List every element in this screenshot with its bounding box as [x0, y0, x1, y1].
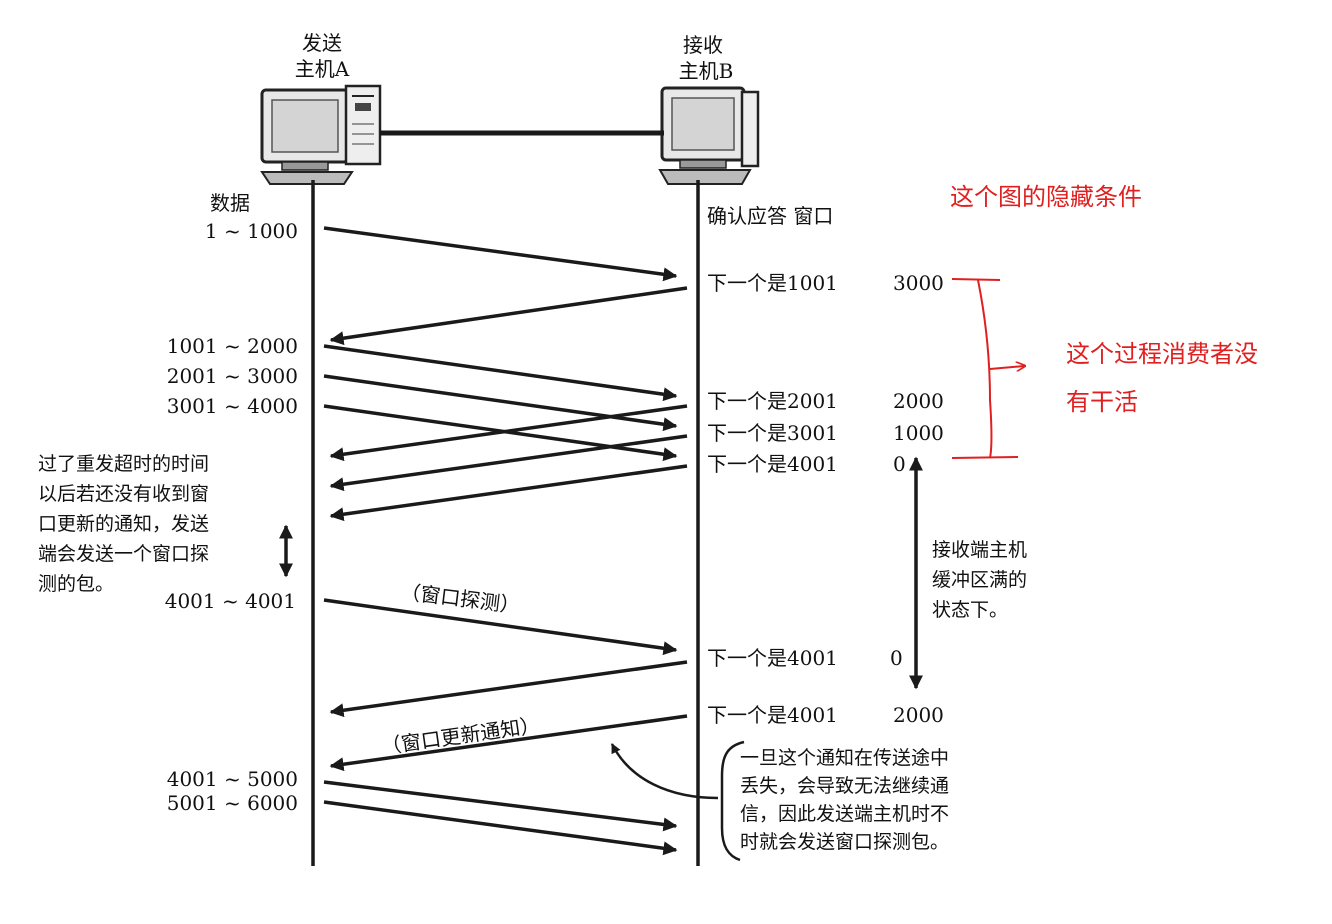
lost-notification-note: 一旦这个通知在传送途中 丢失，会导致无法继续通 信，因此发送端主机时不 时就会发…	[740, 747, 949, 853]
segment-label-1001-2000: 1001 ~ 2000	[167, 334, 298, 358]
buffer-full-note: 接收端主机 缓冲区满的 状态下。	[932, 539, 1027, 621]
host-a-label-line2: 主机A	[295, 57, 350, 81]
host-b-computer-icon	[658, 86, 760, 185]
ack-label-1001: 下一个是1001	[707, 271, 838, 295]
timeout-note-line: 过了重发超时的时间	[38, 453, 209, 475]
buffer-note-line: 接收端主机	[932, 539, 1027, 561]
buffer-note-line: 状态下。	[932, 599, 1008, 621]
data-column-header: 数据	[210, 191, 250, 215]
timeout-note-line: 测的包。	[38, 573, 114, 595]
window-value-2000-update: 2000	[893, 703, 944, 727]
host-a-computer-icon	[260, 84, 382, 185]
note-bracket	[720, 740, 745, 862]
ack-label-3001: 下一个是3001	[707, 421, 838, 445]
lost-note-line: 信，因此发送端主机时不	[740, 803, 949, 825]
arrow-data-5001-6000	[323, 800, 678, 856]
segment-label-2001-3000: 2001 ~ 3000	[167, 364, 298, 388]
timeout-note-line: 以后若还没有收到窗	[38, 483, 209, 505]
curved-pointer-arrow	[610, 743, 719, 800]
red-bracket-annotation	[951, 278, 1024, 459]
host-a-label-line1: 发送	[302, 31, 342, 55]
arrow-ack-2001	[329, 404, 688, 462]
window-value-0: 0	[893, 452, 906, 476]
ack-label-4001: 下一个是4001	[707, 452, 838, 476]
window-value-2000: 2000	[893, 389, 944, 413]
arrow-ack-3001	[329, 434, 688, 492]
window-update-label: （窗口更新通知）	[380, 713, 542, 759]
segment-label-probe: 4001 ~ 4001	[165, 589, 296, 613]
timeout-note-line: 口更新的通知，发送	[38, 513, 209, 535]
consumer-idle-annotation-line1: 这个过程消费者没	[1066, 340, 1258, 368]
segment-label-4001-5000: 4001 ~ 5000	[167, 767, 298, 791]
window-value-3000: 3000	[893, 271, 944, 295]
hidden-condition-annotation: 这个图的隐藏条件	[950, 183, 1142, 211]
segment-label-1-1000: 1 ~ 1000	[205, 219, 298, 243]
arrow-window-update	[329, 714, 688, 772]
lost-note-line: 一旦这个通知在传送途中	[740, 747, 949, 769]
arrow-window-probe	[323, 598, 678, 656]
ack-label-4001-probe: 下一个是4001	[707, 646, 838, 670]
arrow-data-1001-2000	[323, 344, 678, 402]
ack-window-column-header: 确认应答 窗口	[707, 204, 833, 228]
lost-note-line: 丢失，会导致无法继续通	[740, 775, 949, 797]
window-value-1000: 1000	[893, 421, 944, 445]
segment-label-3001-4000: 3001 ~ 4000	[167, 394, 298, 418]
arrow-ack-1001	[329, 286, 688, 346]
window-value-0-probe: 0	[890, 646, 903, 670]
arrow-ack-4001	[329, 464, 688, 522]
timeout-note-line: 端会发送一个窗口探	[38, 543, 209, 565]
arrow-data-4001-5000	[323, 780, 678, 832]
arrow-ack-probe-reply	[329, 660, 688, 718]
lost-note-line: 时就会发送窗口探测包。	[740, 831, 949, 853]
ack-label-4001-update: 下一个是4001	[707, 703, 838, 727]
timeout-note: 过了重发超时的时间 以后若还没有收到窗 口更新的通知，发送 端会发送一个窗口探 …	[38, 453, 209, 595]
segment-label-5001-6000: 5001 ~ 6000	[167, 791, 298, 815]
host-b-label-line2: 主机B	[679, 59, 734, 83]
consumer-idle-annotation-line2: 有干活	[1066, 388, 1138, 416]
arrow-data-2001-3000	[323, 374, 678, 432]
buffer-note-line: 缓冲区满的	[932, 569, 1027, 591]
arrow-data-1-1000	[323, 226, 678, 282]
ack-label-2001: 下一个是2001	[707, 389, 838, 413]
host-b-label-line1: 接收	[683, 33, 723, 57]
